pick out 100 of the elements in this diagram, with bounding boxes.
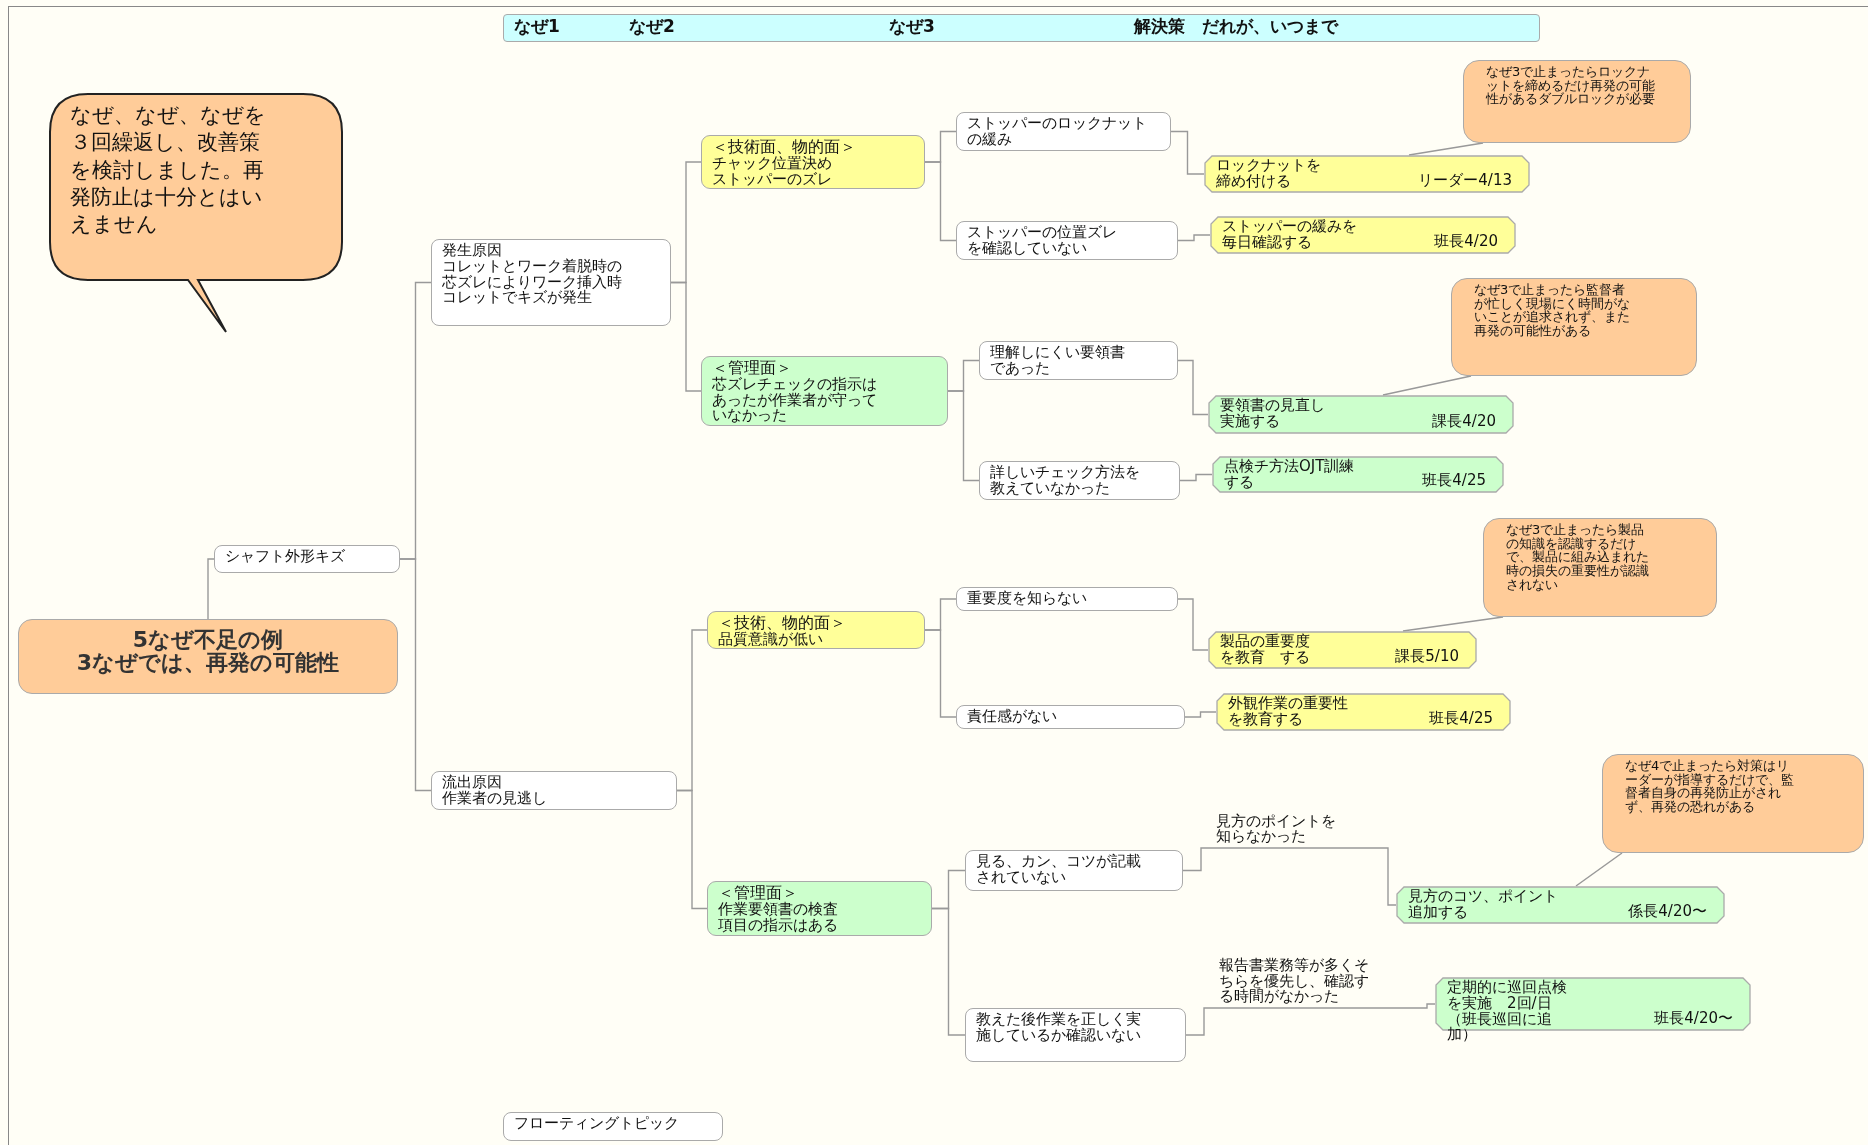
topic-box <box>431 771 677 810</box>
countermeasure-box <box>1208 631 1477 669</box>
topic-text: 芯ズレチェックの指示はあったが作業者が守っていなかった <box>712 376 878 425</box>
topic-box <box>956 112 1171 151</box>
topic-text: 詳しいチェック方法を教えていなかった <box>990 465 1141 497</box>
topic-box <box>214 545 400 573</box>
topic-heading: ＜管理面＞ <box>712 360 793 377</box>
topic-box <box>965 850 1183 891</box>
topic-box <box>431 239 671 326</box>
column-heading: なぜ1 <box>514 18 560 36</box>
topic-text: 作業者の見逃し <box>442 790 548 807</box>
connector-line <box>1179 473 1213 482</box>
owner-deadline: 班長4/20 <box>1434 234 1498 250</box>
main-topic-title: 5なぜ不足の例 <box>131 628 285 652</box>
connector-line <box>931 907 966 1036</box>
topic-heading: ＜技術面、物的面＞ <box>712 139 857 156</box>
callout-text: なぜ4で止まったら対策はリーダーが指導するだけで、監督者自身の再発防止がされず、再発の恐れがある <box>1625 759 1794 814</box>
countermeasure-text: 製品の重要度を教育 する <box>1220 634 1311 666</box>
callout-bubble <box>1451 278 1697 376</box>
topic-heading: ＜管理面＞ <box>718 885 799 902</box>
topic-box <box>503 1112 723 1141</box>
owner-deadline: 班長4/25 <box>1429 711 1493 727</box>
topic-box <box>979 461 1180 500</box>
topic-box <box>979 341 1178 380</box>
category-box <box>701 356 948 426</box>
category-box <box>707 611 925 649</box>
countermeasure-text: 外観作業の重要性を教育する <box>1228 696 1349 728</box>
countermeasure-box <box>1204 155 1530 193</box>
countermeasure-text: 見方のコツ、ポイント追加する <box>1408 889 1559 921</box>
topic-box <box>956 587 1178 611</box>
owner-deadline: 課長4/20 <box>1432 414 1496 430</box>
callout-bubble <box>1483 518 1717 617</box>
topic-text: 重要度を知らない <box>967 591 1088 607</box>
leader-line <box>1402 616 1504 632</box>
connector-line <box>924 629 957 718</box>
category-box <box>701 135 925 189</box>
owner-deadline: 班長4/25 <box>1422 473 1486 489</box>
owner-deadline: 班長4/20〜 <box>1654 1011 1733 1027</box>
connector-line <box>1184 711 1217 718</box>
topic-text: フローティングトピック <box>514 1116 680 1132</box>
callout-bubble <box>1463 60 1691 143</box>
countermeasure-text: ロックナットを締め付ける <box>1216 158 1322 190</box>
topic-text: 品質意識が低い <box>718 631 823 648</box>
connector-line <box>1182 847 1397 906</box>
countermeasure-text: 要領書の見直し実施する <box>1220 398 1326 430</box>
connector-line <box>1170 130 1205 175</box>
connector-line <box>399 558 432 792</box>
owner-deadline: 係長4/20〜 <box>1628 904 1707 920</box>
column-heading: なぜ3 <box>889 18 935 36</box>
owner-deadline: 課長5/10 <box>1395 649 1459 665</box>
callout-bubble <box>1602 754 1864 853</box>
countermeasure-box <box>1208 395 1514 434</box>
category-box <box>707 881 932 936</box>
column-heading: 解決策 だれが、いつまで <box>1134 18 1338 36</box>
connector-line <box>1177 359 1209 416</box>
bubble-text: なぜ、なぜ、なぜを３回繰返し、改善策を検討しました。再発防止は十分とはいえません <box>70 102 267 239</box>
topic-heading: ＜技術、物的面＞ <box>718 615 847 632</box>
topic-heading: 発生原因 <box>442 243 503 259</box>
callout-text: なぜ3で止まったら監督者が忙しく現場にく時間がないことが追求されず、また再発の可能性がある <box>1474 283 1630 338</box>
leader-line <box>1382 375 1472 396</box>
connector-line <box>1185 1003 1436 1036</box>
topic-heading: 流出原因 <box>442 775 503 791</box>
header-band <box>503 14 1540 42</box>
topic-text: コレットとワーク着脱時の芯ズレによりワーク挿入時コレットでキズが発生 <box>442 258 622 306</box>
topic-text: ストッパーの位置ズレを確認していない <box>967 225 1118 257</box>
connector-line <box>207 558 215 620</box>
connector-line <box>924 161 957 242</box>
speech-bubble <box>48 92 344 334</box>
connector-line <box>1177 598 1209 651</box>
leader-line <box>1575 852 1623 887</box>
column-heading: なぜ2 <box>629 18 675 36</box>
callout-text: なぜ3で止まったらロックナットを締めるだけ再発の可能性があるダブルロックが必要 <box>1486 65 1655 106</box>
countermeasure-text: ストッパーの緩みを毎日確認する <box>1222 219 1358 251</box>
countermeasure-box <box>1210 216 1516 254</box>
countermeasure-text: 定期的に巡回点検を実施 2回/日（班長巡回に追加） <box>1447 980 1568 1043</box>
main-topic <box>18 619 398 694</box>
owner-deadline: リーダー4/13 <box>1418 173 1512 189</box>
topic-text: チャック位置決めストッパーのズレ <box>712 155 832 188</box>
topic-text: 理解しにくい要領書であった <box>990 345 1126 377</box>
callout-text: なぜ3で止まったら製品の知識を認識するだけで、製品に組み込まれた時の損失の重要性が認識されない <box>1506 523 1649 592</box>
connector-line <box>947 390 980 482</box>
topic-text: 見る、カン、コツが記載されていない <box>976 854 1142 886</box>
leader-line <box>1408 142 1484 156</box>
topic-text: 責任感がない <box>967 709 1058 725</box>
topic-text: ストッパーのロックナットの緩み <box>967 116 1148 148</box>
topic-box <box>956 221 1178 260</box>
countermeasure-box <box>1216 693 1511 731</box>
connector-line <box>670 281 702 392</box>
topic-text: 作業要領書の検査項目の指示はある <box>718 901 839 934</box>
countermeasure-box <box>1212 456 1504 493</box>
topic-box <box>956 705 1185 729</box>
edge-label: 報告書業務等が多くそちらを優先し、確認する時間がなかった <box>1219 956 1369 1005</box>
main-topic-subtitle: 3なぜでは、再発の可能性 <box>75 651 341 675</box>
countermeasure-box <box>1396 886 1725 924</box>
topic-box <box>965 1008 1186 1062</box>
connector-line <box>676 789 708 910</box>
countermeasure-text: 点検チ方法OJT訓練する <box>1224 459 1356 491</box>
connector-line <box>1177 234 1211 242</box>
topic-text: シャフト外形キズ <box>225 549 346 565</box>
topic-text: 教えた後作業を正しく実施しているか確認いない <box>976 1012 1141 1044</box>
